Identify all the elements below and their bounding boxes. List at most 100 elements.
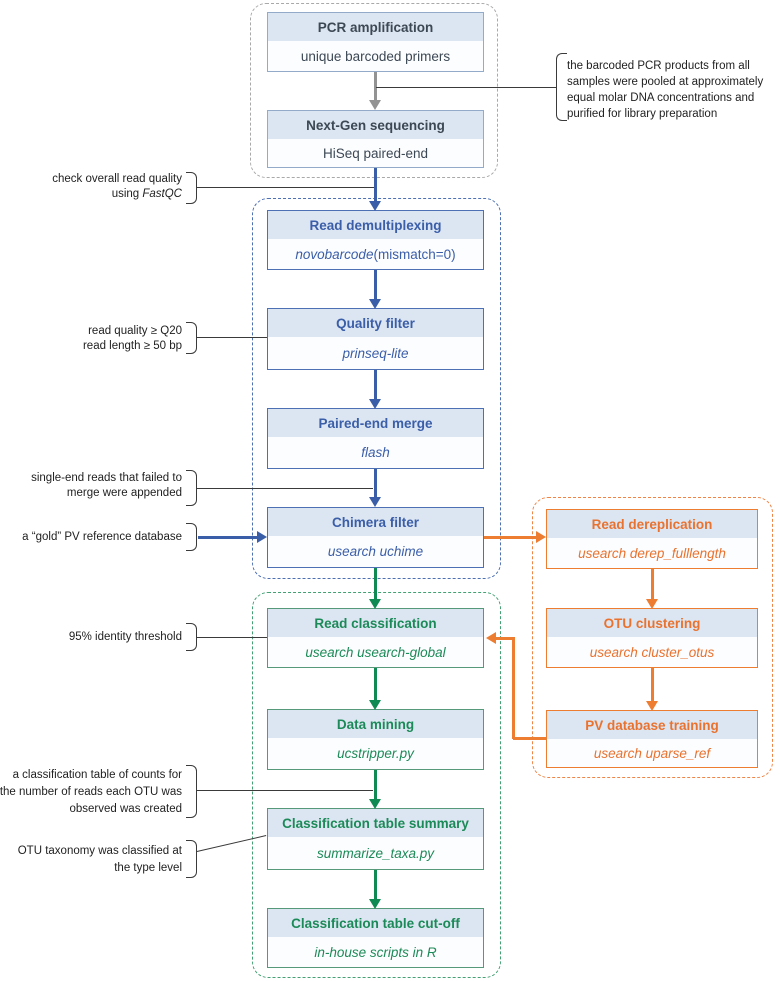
annotation-line: check overall read quality [52,173,182,185]
arrow-pv-return-bottom [513,737,546,740]
arrow-classify-to-mining [374,668,377,701]
arrow-gold-db-to-chimera [198,536,257,539]
box-title: OTU clustering [547,609,757,637]
box-title: Read classification [268,609,483,637]
box-detail: novobarcode (mismatch=0) [268,239,483,269]
annotation-line: read quality ≥ Q20 [88,325,182,337]
box-title: Classification table summary [268,809,483,837]
annotation-line: the barcoded PCR products from all [567,60,750,72]
arrow-merge-to-chimera [374,469,377,498]
box-title: Read demultiplexing [268,211,483,239]
arrow-chimera-to-derep-head [536,531,546,543]
annotation-line: merge were appended [66,487,182,499]
quality-filter-box: Quality filter prinseq-lite [267,308,484,370]
arrow-pv-return-vertical [512,637,515,739]
annotation-line: using FastQC [52,187,182,202]
read-demultiplexing-box: Read demultiplexing novobarcode (mismatc… [267,210,484,270]
box-detail: prinseq-lite [342,345,409,361]
connector-counts-note [197,790,373,792]
arrow-pv-to-classify-head [486,632,496,644]
arrow-gold-db-to-chimera-head [257,531,267,543]
arrow-chimera-to-classify-head [369,599,381,609]
box-detail: unique barcoded primers [300,48,451,64]
arrow-ngs-to-demux-head [369,201,381,211]
connector-pooling-note [376,87,557,89]
arrow-derep-to-otu-head [646,599,658,609]
box-detail: usearch cluster_otus [589,644,715,660]
annotation-identity-threshold: 95% identity threshold [69,630,182,645]
arrow-mining-to-summary-head [369,799,381,809]
bracket-identity [186,623,197,651]
annotation-line: 95% identity threshold [68,631,182,643]
bracket-taxonomy [186,840,197,878]
arrow-otu-to-pv-head [646,701,658,711]
arrow-otu-to-pv [651,668,654,702]
annotation-text: using [111,188,143,200]
annotation-line: a classification table of counts for [12,769,182,781]
read-classification-box: Read classification usearch usearch-glob… [267,608,484,668]
annotation-line: observed was created [69,803,182,815]
annotation-line: the number of reads each OTU was [0,786,182,798]
pcr-amplification-box: PCR amplification unique barcoded primer… [267,12,484,72]
classification-table-cutoff-box: Classification table cut-off in-house sc… [267,908,484,968]
box-title: PV database training [547,711,757,739]
bracket-pooling [556,53,567,121]
box-detail: flash [361,445,390,460]
arrow-quality-to-merge [374,370,377,400]
arrow-summary-to-cutoff [374,870,377,900]
read-dereplication-box: Read dereplication usearch derep_fulllen… [546,509,758,569]
arrow-pcr-to-ngs [374,72,377,101]
arrow-chimera-to-classify [374,568,377,600]
connector-singleend-note [197,488,373,490]
annotation-gold-database: a “gold” PV reference database [22,530,182,545]
annotation-line: read length ≥ 50 bp [82,340,182,352]
tool-note: (mismatch=0) [373,246,456,262]
tool-name: novobarcode [295,246,374,262]
pv-database-training-box: PV database training usearch uparse_ref [546,710,758,768]
box-detail: ucstripper.py [337,746,414,761]
annotation-line: purified for library preparation [567,108,718,120]
box-title: Paired-end merge [268,409,483,437]
box-detail: in-house scripts in R [314,944,437,960]
data-mining-box: Data mining ucstripper.py [267,709,484,770]
bracket-singleend [186,470,197,506]
box-detail: HiSeq paired-end [322,145,429,161]
annotation-fastqc: check overall read quality using FastQC [52,172,182,202]
box-detail: usearch derep_fulllength [578,545,726,561]
arrow-chimera-to-derep [484,536,536,539]
otu-pipeline-group [532,497,773,778]
box-title: PCR amplification [268,13,483,41]
box-detail: usearch uparse_ref [593,745,711,761]
bracket-quality [186,322,197,354]
annotation-line: single-end reads that failed to [31,472,182,484]
annotation-counts-table: a classification table of counts for the… [0,767,182,818]
annotation-line: samples were pooled at approximately [567,76,764,88]
box-title: Classification table cut-off [268,909,483,937]
connector-identity-note [197,637,267,639]
nextgen-sequencing-box: Next-Gen sequencing HiSeq paired-end [267,110,484,168]
annotation-line: OTU taxonomy was classified at [17,845,182,857]
arrow-mining-to-summary [374,770,377,800]
annotation-singleend: single-end reads that failed to merge we… [31,471,182,501]
classification-group [252,592,501,978]
connector-fastqc-note [197,187,374,189]
arrow-quality-to-merge-head [369,399,381,409]
arrow-derep-to-otu [651,569,654,600]
annotation-line: equal molar DNA concentrations and [567,92,755,104]
annotation-pooling: the barcoded PCR products from all sampl… [567,58,763,122]
annotation-otu-taxonomy: OTU taxonomy was classified at the type … [18,843,182,877]
arrow-demux-to-quality-head [369,299,381,309]
bracket-counts [186,765,197,818]
box-detail: summarize_taxa.py [316,845,435,861]
box-title: Data mining [268,710,483,738]
arrow-ngs-to-demux [374,168,377,202]
box-title: Chimera filter [268,508,483,536]
classification-table-summary-box: Classification table summary summarize_t… [267,808,484,870]
box-detail: usearch usearch-global [305,644,446,660]
arrow-classify-to-mining-head [369,700,381,710]
box-title: Read dereplication [547,510,757,538]
annotation-line: a “gold” PV reference database [22,531,182,543]
otu-clustering-box: OTU clustering usearch cluster_otus [546,608,758,668]
arrow-pcr-to-ngs-head [369,100,381,110]
